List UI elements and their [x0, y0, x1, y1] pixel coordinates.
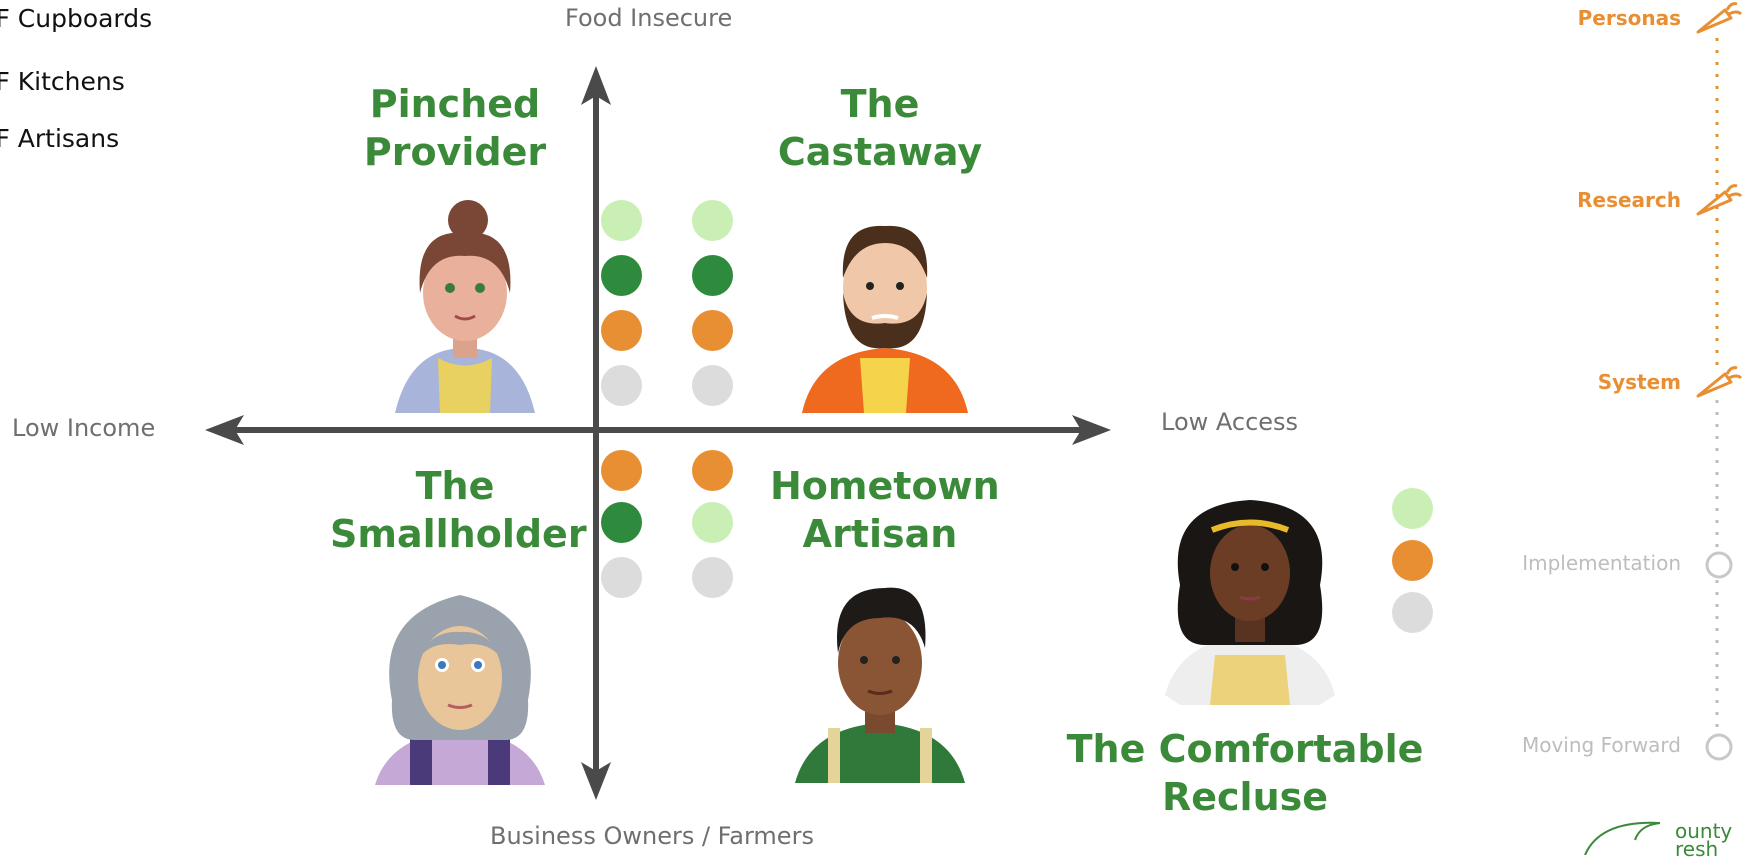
legend-item-kitchens: CF Kitchens: [0, 67, 125, 96]
dot-artisans: [692, 310, 733, 351]
carrot-icon: [1696, 366, 1743, 398]
carrot-icon: [1696, 2, 1743, 34]
persona-title-comfortable-recluse: The Comfortable Recluse: [1066, 727, 1424, 819]
timeline-step-implementation[interactable]: Implementation: [1522, 551, 1681, 575]
dot-kitchens: [692, 255, 733, 296]
timeline-step-system[interactable]: System: [1597, 370, 1681, 394]
hometown-artisan-avatar: [795, 587, 965, 783]
dot-empty: [692, 557, 733, 598]
dot-cupboards: [692, 200, 733, 241]
dot-artisans: [692, 450, 733, 491]
persona-title-hometown-artisan: Hometown Artisan: [770, 464, 1000, 556]
dot-empty: [601, 557, 642, 598]
dot-kitchens: [601, 255, 642, 296]
axis-label-top: Food Insecure: [565, 4, 733, 32]
timeline-step-moving-forward[interactable]: Moving Forward: [1521, 733, 1681, 757]
pinched-provider-avatar: [395, 200, 535, 413]
empty-circle-icon: [1705, 733, 1733, 761]
dot-empty: [601, 365, 642, 406]
smallholder-avatar: [375, 595, 545, 785]
carrot-icon: [1696, 184, 1743, 216]
legend-item-cupboards: CF Cupboards: [0, 4, 153, 33]
axis-label-left: Low Income: [12, 414, 156, 442]
castaway-avatar: [802, 225, 968, 413]
dot-cupboards: [601, 200, 642, 241]
dot-empty: [692, 365, 733, 406]
axis-label-bottom: Business Owners / Farmers: [490, 822, 814, 850]
dot-empty: [1392, 592, 1433, 633]
timeline-track: [1715, 38, 1719, 735]
dot-cupboards: [1392, 488, 1433, 529]
timeline-step-research[interactable]: Research: [1577, 188, 1681, 212]
dot-artisans: [601, 310, 642, 351]
timeline-step-personas[interactable]: Personas: [1577, 6, 1681, 30]
persona-title-smallholder: The Smallholder: [330, 464, 587, 556]
axis-label-right: Low Access: [1161, 408, 1299, 436]
dot-artisans: [601, 450, 642, 491]
dot-cupboards: [692, 502, 733, 543]
logo: [1584, 821, 1661, 855]
horizontal-axis: [205, 415, 1111, 445]
dot-artisans: [1392, 540, 1433, 581]
comfortable-recluse-avatar: [1165, 500, 1335, 705]
dot-kitchens: [601, 502, 642, 543]
legend-item-artisans: CF Artisans: [0, 124, 120, 153]
logo-text: ounty resh: [1675, 819, 1733, 861]
empty-circle-icon: [1705, 551, 1733, 579]
persona-title-castaway: The Castaway: [777, 82, 983, 174]
persona-title-pinched-provider: Pinched Provider: [363, 82, 547, 174]
